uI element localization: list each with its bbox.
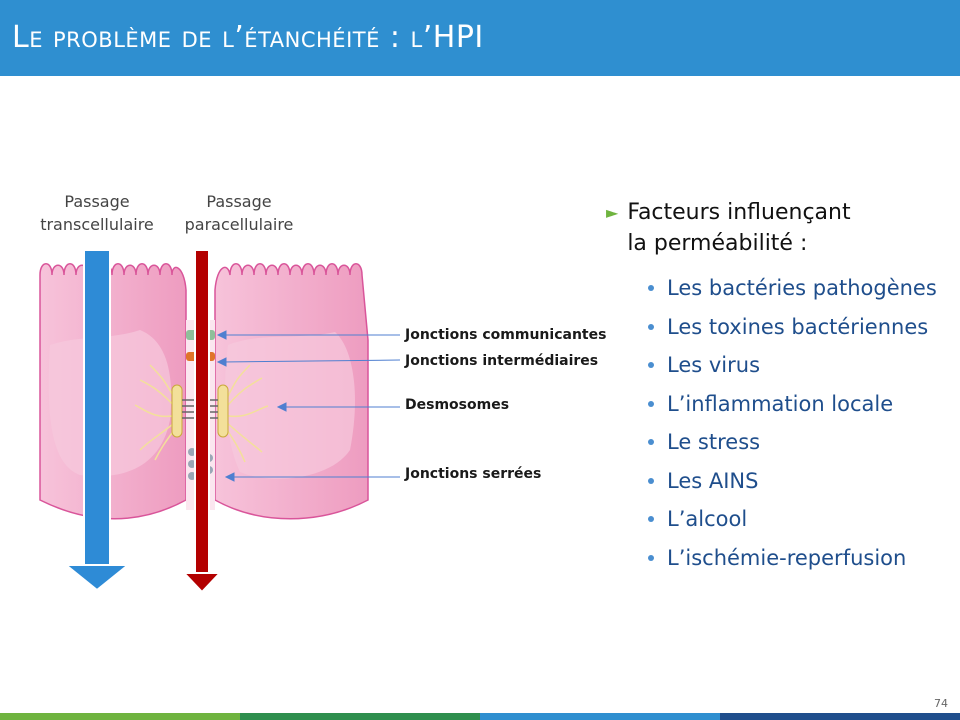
- page-number: 74: [934, 697, 948, 710]
- bullet-dot-icon: [648, 323, 654, 330]
- bottom-bar-segment: [480, 713, 720, 720]
- paracellular-label: Passage paracellulaire: [184, 192, 294, 234]
- list-item: Les virus: [648, 346, 956, 385]
- label-gap-junctions: Jonctions communicantes: [405, 327, 607, 343]
- bullet-dot-icon: [648, 285, 654, 292]
- epithelium-illustration: [39, 249, 401, 594]
- factors-list: Les bactéries pathogènes Les toxines bac…: [648, 269, 956, 577]
- bullet-dot-icon: [648, 400, 654, 407]
- triangle-bullet-icon: ►: [606, 203, 619, 222]
- list-item: L’alcool: [648, 500, 956, 539]
- bullet-dot-icon: [648, 362, 654, 369]
- paracellular-arrow: [181, 249, 223, 594]
- label-desmosomes: Desmosomes: [405, 397, 510, 413]
- bullet-dot-icon: [648, 477, 654, 484]
- label-adherens-junctions: Jonctions intermédiaires: [405, 353, 599, 369]
- bullet-dot-icon: [648, 554, 654, 561]
- bottom-bar-segment: [240, 713, 480, 720]
- label-tight-junctions: Jonctions serrées: [405, 466, 542, 482]
- permeability-factors: ► Facteurs influençant la perméabilité :…: [606, 197, 956, 577]
- bullet-dot-icon: [648, 516, 654, 523]
- slide-title: Le problème de l’étanchéité : l’HPI: [12, 20, 484, 55]
- title-bar: Le problème de l’étanchéité : l’HPI: [0, 0, 960, 76]
- list-item: Les toxines bactériennes: [648, 308, 956, 347]
- bottom-color-bar: [0, 713, 960, 720]
- desmosome-plaque-left: [171, 384, 183, 438]
- junction-pointers: [216, 330, 401, 482]
- list-item: L’ischémie-reperfusion: [648, 539, 956, 578]
- list-item: L’inflammation locale: [648, 385, 956, 424]
- list-item: Les bactéries pathogènes: [648, 269, 956, 308]
- desmosome-plaque-right: [217, 384, 229, 438]
- bullet-dot-icon: [648, 439, 654, 446]
- list-item: Le stress: [648, 423, 956, 462]
- transcellular-label: Passage transcellulaire: [40, 192, 154, 234]
- right-cell-inner: [225, 332, 355, 479]
- bottom-bar-segment: [720, 713, 960, 720]
- list-item: Les AINS: [648, 462, 956, 501]
- epithelium-diagram: Passage transcellulaire Passage paracell…: [0, 180, 620, 600]
- transcellular-arrow: [63, 249, 131, 592]
- bottom-bar-segment: [0, 713, 240, 720]
- factors-heading: ► Facteurs influençant la perméabilité :: [606, 197, 956, 259]
